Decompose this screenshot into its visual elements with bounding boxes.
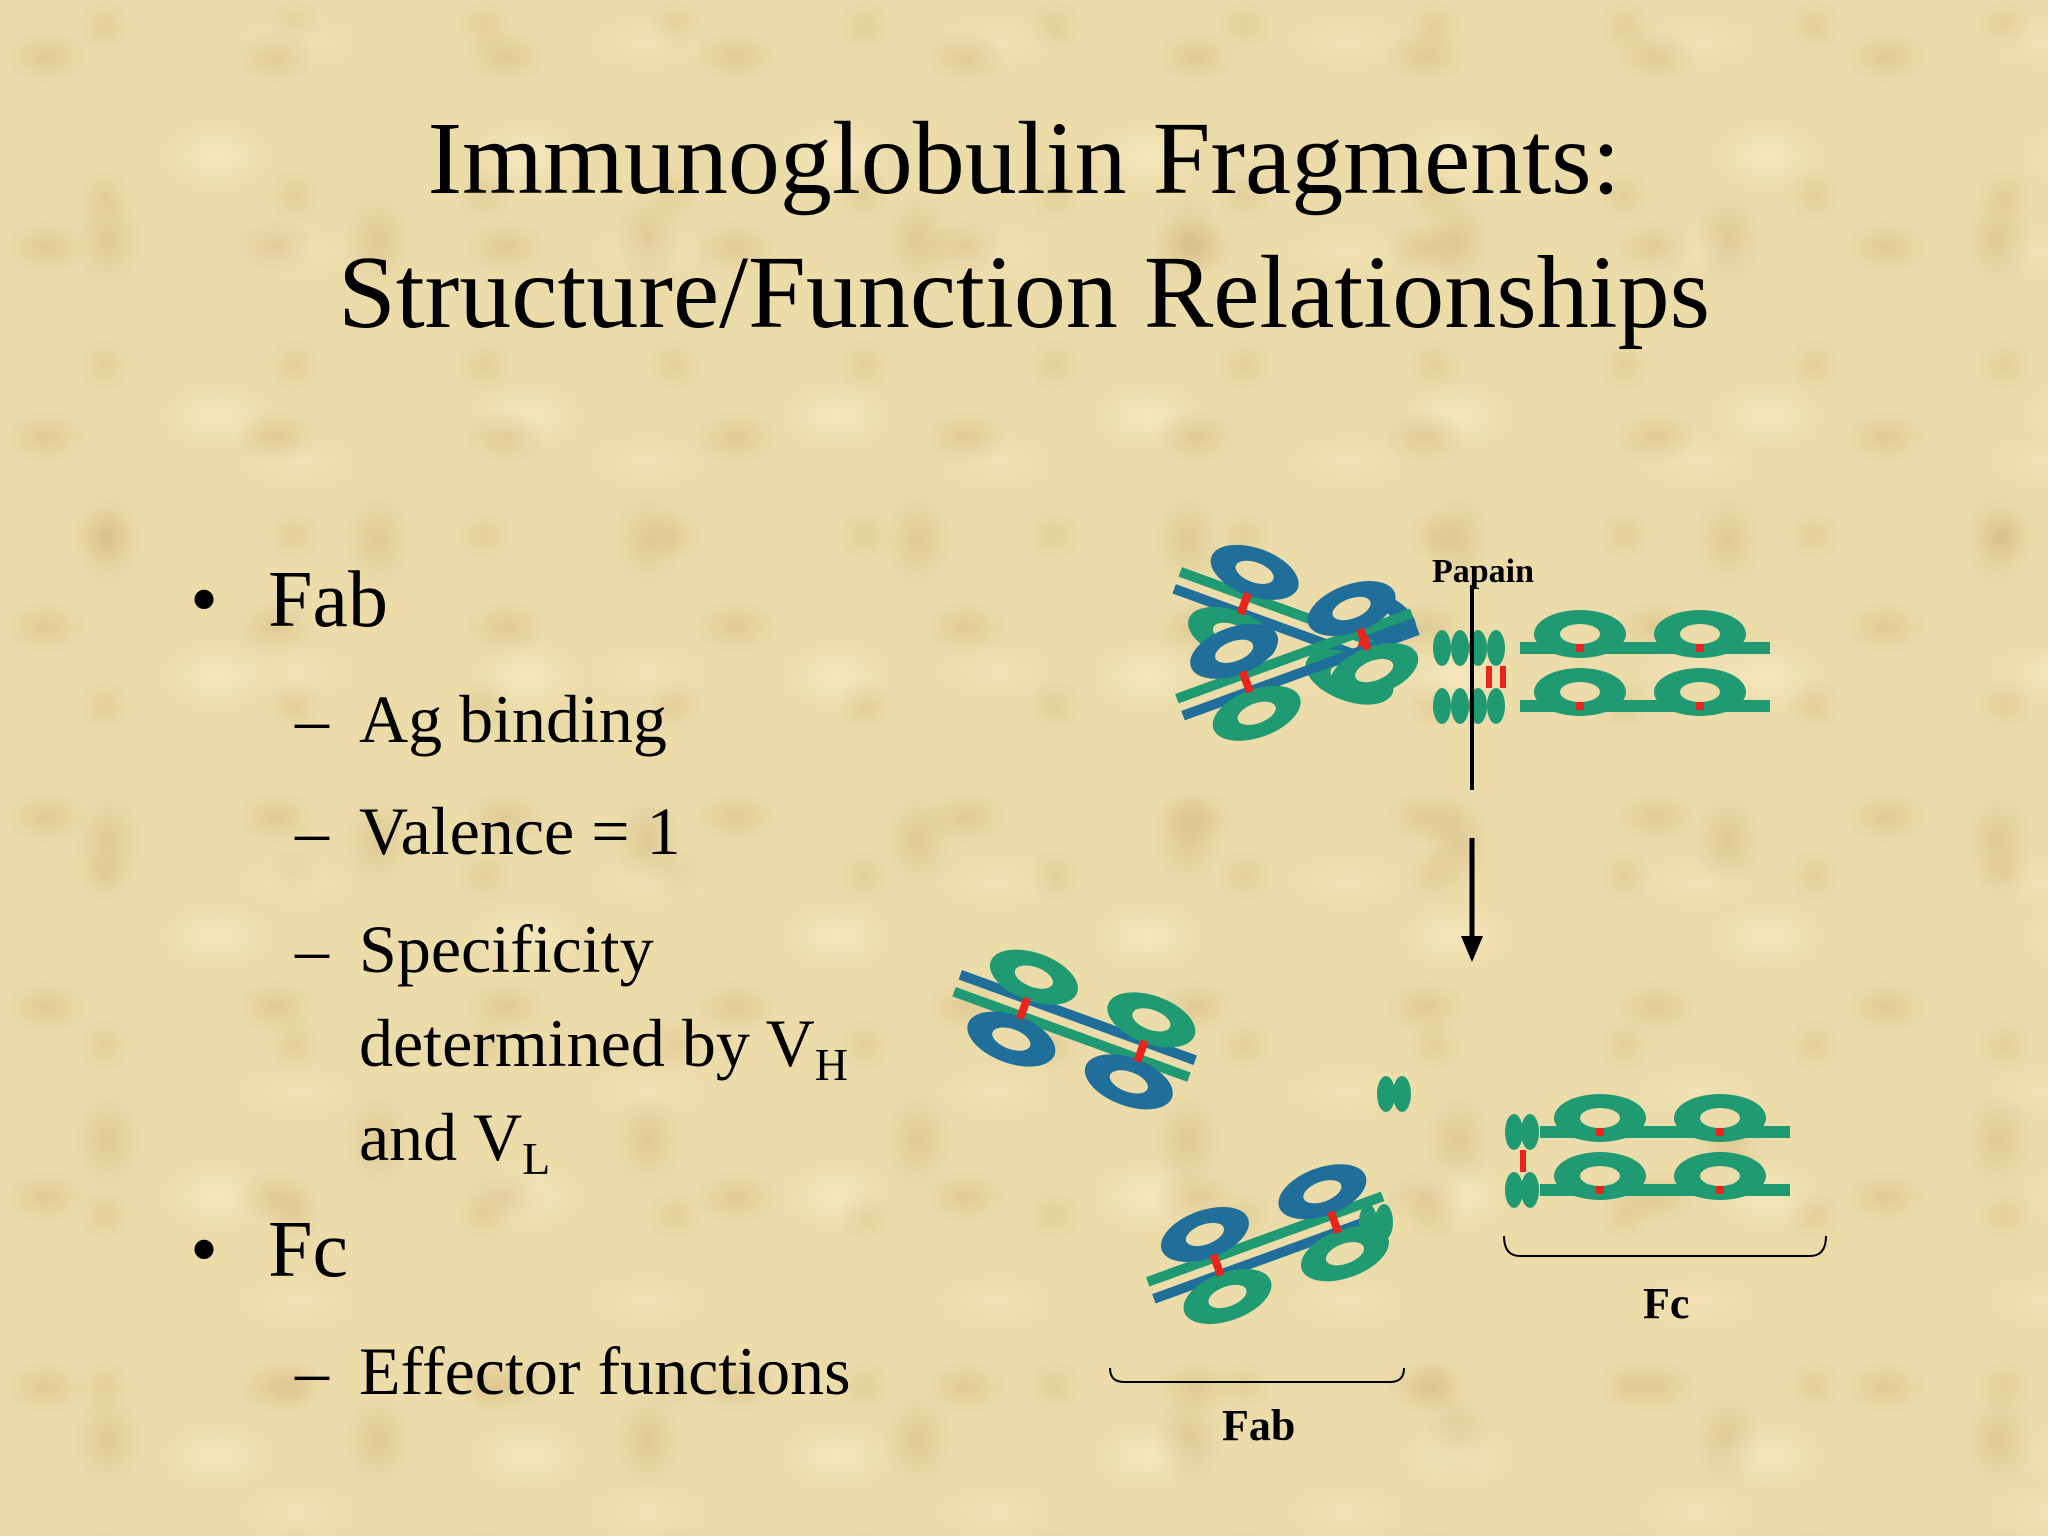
digestion-arrow <box>1461 838 1483 962</box>
fab-fragment-upper-beads <box>1377 1076 1411 1112</box>
sub-item-effector: –Effector functions <box>295 1324 851 1418</box>
sub-item-specificity: –Specificity determined by VH and VL <box>295 902 848 1184</box>
sub-item-ag-binding: –Ag binding <box>295 672 667 766</box>
slide-title: Immunoglobulin Fragments: Structure/Func… <box>0 92 2048 360</box>
hinge-region <box>1433 630 1506 724</box>
fc-label: Fc <box>1643 1279 1689 1328</box>
sub-item-valence: –Valence = 1 <box>295 784 681 878</box>
bullet-fab-label: Fab <box>268 556 388 644</box>
dash: – <box>295 681 329 757</box>
bullet-fc-label: Fc <box>268 1206 348 1294</box>
fab-fragment-lower <box>1131 1150 1405 1343</box>
fab-label: Fab <box>1222 1401 1295 1450</box>
subscript-l: L <box>522 1133 551 1184</box>
bullet-dot: • <box>190 556 219 644</box>
bullet-dot: • <box>190 1206 219 1294</box>
intact-antibody: Papain <box>1158 526 1770 790</box>
bullet-fab: • Fab <box>190 555 388 645</box>
fc-brace <box>1503 1235 1827 1257</box>
title-line-1: Immunoglobulin Fragments: <box>427 101 1621 216</box>
title-line-2: Structure/Function Relationships <box>337 235 1711 350</box>
dash: – <box>295 793 329 869</box>
fc-region-intact <box>1520 610 1770 716</box>
dash: – <box>295 911 329 987</box>
subscript-h: H <box>814 1039 848 1090</box>
dash: – <box>295 1333 329 1409</box>
fab-brace <box>1109 1367 1405 1383</box>
bullet-fc: • Fc <box>190 1205 348 1295</box>
fc-fragment <box>1505 1094 1790 1208</box>
fab-fragment-upper <box>937 931 1211 1124</box>
papain-label: Papain <box>1432 553 1534 590</box>
